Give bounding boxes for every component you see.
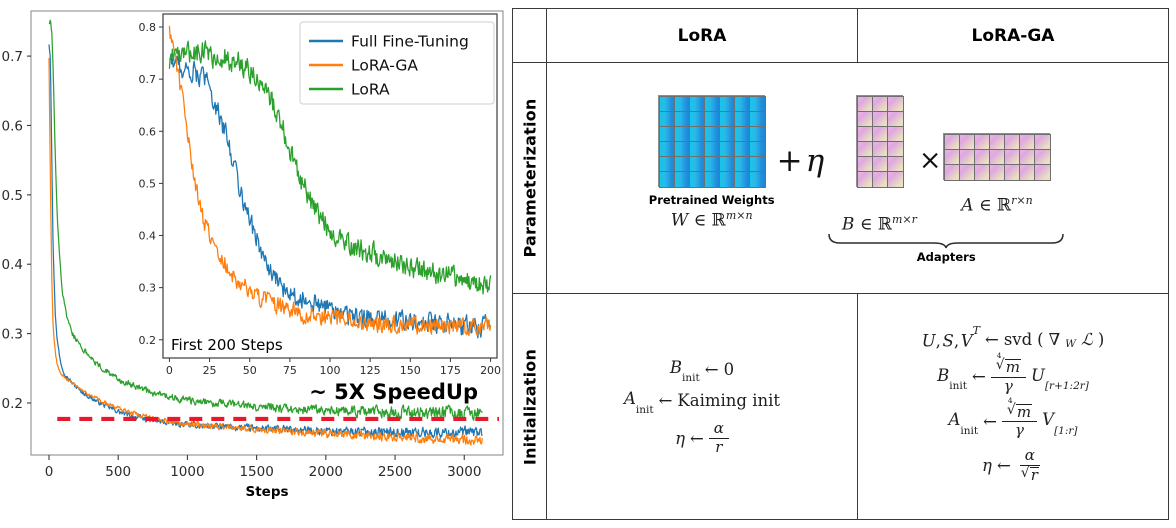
matrix-cell	[1034, 163, 1052, 181]
b-matrix-math: B ∈ ℝm×r	[841, 212, 917, 235]
inset-x-tick-label: 100	[320, 364, 341, 377]
inset-series-lora-ga	[168, 25, 492, 337]
inset-note-label: First 200 Steps	[171, 336, 283, 354]
main-series-lora-ga	[48, 58, 483, 446]
a-matrix-grid	[943, 132, 1052, 181]
x-tick-label: 2500	[378, 464, 412, 480]
a-matrix-block: A ∈ ℝr×n	[943, 132, 1052, 216]
speedup-annotation: ~ 5X SpeedUp	[309, 380, 478, 404]
inset-x-tick-label: 125	[360, 364, 381, 377]
pretrained-weights-label: Pretrained Weights	[648, 192, 775, 207]
inset-series-group	[168, 25, 492, 339]
y-tick-label: 0.7	[2, 49, 23, 65]
legend-label-full-fine-tuning: Full Fine-Tuning	[351, 33, 469, 51]
row-initialization: Initialization Binit←0 Ainit←Kaiming ini…	[512, 293, 1169, 520]
inset-x-tick-label: 75	[283, 364, 297, 377]
adapters-brace-icon	[828, 233, 1064, 248]
inset-y-tick-label: 0.5	[139, 177, 157, 190]
x-tick-label: 1500	[239, 464, 273, 480]
y-tick-label: 0.4	[2, 257, 23, 273]
legend-label-lora-ga: LoRA-GA	[351, 57, 418, 75]
inset-x-tick-label: 175	[440, 364, 461, 377]
inset-y-tick-label: 0.7	[139, 73, 157, 86]
comparison-table: LoRA LoRA-GA Parameterization Pretrained…	[512, 8, 1169, 520]
parameterization-diagram: Pretrained Weights W ∈ ℝm×n + η	[547, 89, 1168, 268]
x-tick-label: 0	[45, 464, 54, 480]
matrix-cell	[886, 170, 904, 188]
y-tick-label: 0.6	[2, 118, 23, 134]
inset-x-tick-label: 0	[166, 364, 173, 377]
plus-eta-operator: + η	[776, 142, 825, 179]
lora-eq-a-init: Ainit←Kaiming init	[623, 389, 781, 416]
inset-chart: 0.2 0.3 0.4 0.5 0.6 0.7 0.8 0 25 50 75 100 125 150 175…	[139, 13, 501, 377]
main-series-full-fine-tuning	[48, 44, 483, 439]
legend-box	[299, 21, 495, 105]
col-header-lora-ga: LoRA-GA	[857, 8, 1169, 63]
inset-x-tick-label: 200	[480, 364, 501, 377]
inset-x-tick-label: 150	[400, 364, 421, 377]
matrix-cell	[749, 170, 767, 188]
inset-y-tick-label: 0.3	[139, 282, 157, 295]
inset-x-tick-label: 25	[203, 364, 217, 377]
w-matrix-block: Pretrained Weights W ∈ ℝm×n	[648, 94, 775, 231]
adapters-group: B ∈ ℝm×r × A ∈ ℝr×n	[826, 94, 1066, 264]
inset-y-tick-label: 0.6	[139, 125, 157, 138]
x-tick-label: 3000	[447, 464, 481, 480]
row-label-parameterization-cell: Parameterization	[512, 61, 547, 295]
adapters-label: Adapters	[916, 249, 976, 264]
inset-y-tick-label: 0.2	[139, 334, 157, 347]
adapters-brace-holder: Adapters	[826, 233, 1066, 264]
inset-y-tick-label: 0.8	[139, 21, 157, 34]
y-tick-label: 0.2	[2, 396, 23, 412]
w-matrix-math: W ∈ ℝm×n	[670, 208, 753, 231]
times-operator: ×	[918, 144, 942, 176]
inset-y-tick-label: 0.4	[139, 230, 157, 243]
x-tick-label: 1000	[170, 464, 204, 480]
lora-ga-eq-eta: η← α √r	[982, 446, 1040, 484]
col-header-lora: LoRA	[546, 8, 858, 63]
legend-label-lora: LoRA	[351, 81, 390, 99]
a-matrix-math: A ∈ ℝr×n	[961, 193, 1033, 216]
y-tick-label: 0.5	[2, 188, 23, 204]
table-header-row: LoRA LoRA-GA	[512, 8, 1169, 63]
adapters-row: B ∈ ℝm×r × A ∈ ℝr×n	[841, 94, 1052, 235]
row-parameterization: Parameterization Pretrained Weights W ∈ …	[512, 61, 1169, 295]
b-matrix-grid	[855, 94, 904, 188]
lora-ga-eq-b-init: Binit← 4√m γ U[r+1:2r]	[937, 351, 1089, 395]
inset-series-lora	[168, 40, 492, 295]
parameterization-diagram-cell: Pretrained Weights W ∈ ℝm×n + η	[546, 61, 1169, 295]
lora-ga-eq-a-init: Ainit← 4√m γ V[1:r]	[948, 395, 1078, 440]
x-tick-label: 2000	[309, 464, 343, 480]
inset-x-tick-label: 50	[243, 364, 257, 377]
row-label-initialization-cell: Initialization	[512, 293, 547, 520]
x-axis-title: Steps	[245, 484, 288, 500]
table-corner-cell	[512, 8, 547, 63]
lora-eq-b-init: Binit←0	[669, 358, 735, 385]
w-matrix-grid	[658, 94, 767, 188]
main-series-lora	[48, 19, 483, 421]
y-tick-label: 0.3	[2, 327, 23, 343]
inset-series-full-fine-tuning	[168, 53, 491, 339]
comparison-table-panel: LoRA LoRA-GA Parameterization Pretrained…	[512, 8, 1169, 520]
x-tick-label: 500	[105, 464, 131, 480]
row-label-parameterization: Parameterization	[520, 98, 539, 258]
b-matrix-block: B ∈ ℝm×r	[841, 94, 917, 235]
row-label-initialization: Initialization	[520, 348, 539, 465]
